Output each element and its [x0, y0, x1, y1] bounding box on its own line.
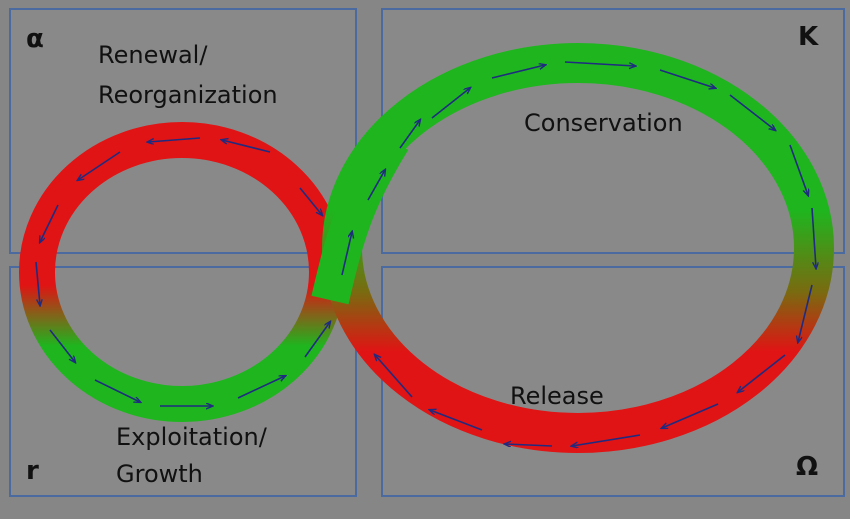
flow-arrow	[662, 403, 719, 428]
label-renewal-line1: Renewal/	[98, 41, 208, 69]
flow-arrow	[431, 88, 470, 119]
flow-arrow	[491, 65, 545, 79]
flow-arrow	[572, 434, 641, 446]
quadrant-r	[9, 266, 357, 497]
flow-arrow	[94, 379, 140, 402]
small-loop-arrows	[35, 137, 330, 406]
label-exploitation-line1: Exploitation/	[116, 423, 267, 451]
label-renewal-line2: Reorganization	[98, 81, 278, 109]
flow-arrow	[659, 69, 715, 88]
flow-arrow	[564, 61, 635, 66]
flow-arrow	[505, 444, 553, 446]
flow-arrow	[430, 410, 483, 431]
flow-arrow	[375, 355, 413, 398]
flow-arrow	[78, 151, 121, 180]
flow-arrow	[798, 284, 813, 342]
flow-arrow	[811, 207, 816, 268]
flow-arrow	[299, 187, 322, 215]
label-conservation: Conservation	[524, 109, 683, 137]
flow-arrow	[304, 322, 330, 358]
corner-alpha: α	[26, 24, 44, 54]
label-release: Release	[510, 382, 604, 410]
label-exploitation-line2: Growth	[116, 460, 203, 488]
corner-r: r	[26, 456, 39, 486]
flow-arrow	[729, 94, 775, 130]
flow-arrow	[399, 120, 420, 149]
flow-arrow	[49, 329, 75, 362]
flow-arrow	[35, 261, 40, 305]
large-loop-arrows	[341, 61, 816, 446]
flow-arrow	[341, 232, 352, 276]
flow-arrow	[222, 140, 271, 153]
flow-arrow	[367, 170, 385, 201]
flow-arrow	[148, 137, 201, 142]
flow-arrow	[738, 354, 786, 392]
flow-arrow	[237, 376, 285, 399]
flow-arrow	[40, 204, 59, 242]
corner-k: K	[798, 22, 819, 52]
corner-omega: Ω	[796, 452, 819, 482]
crossing-green-band	[311, 130, 409, 305]
flow-arrow	[789, 144, 808, 195]
quadrant-omega	[381, 266, 845, 497]
